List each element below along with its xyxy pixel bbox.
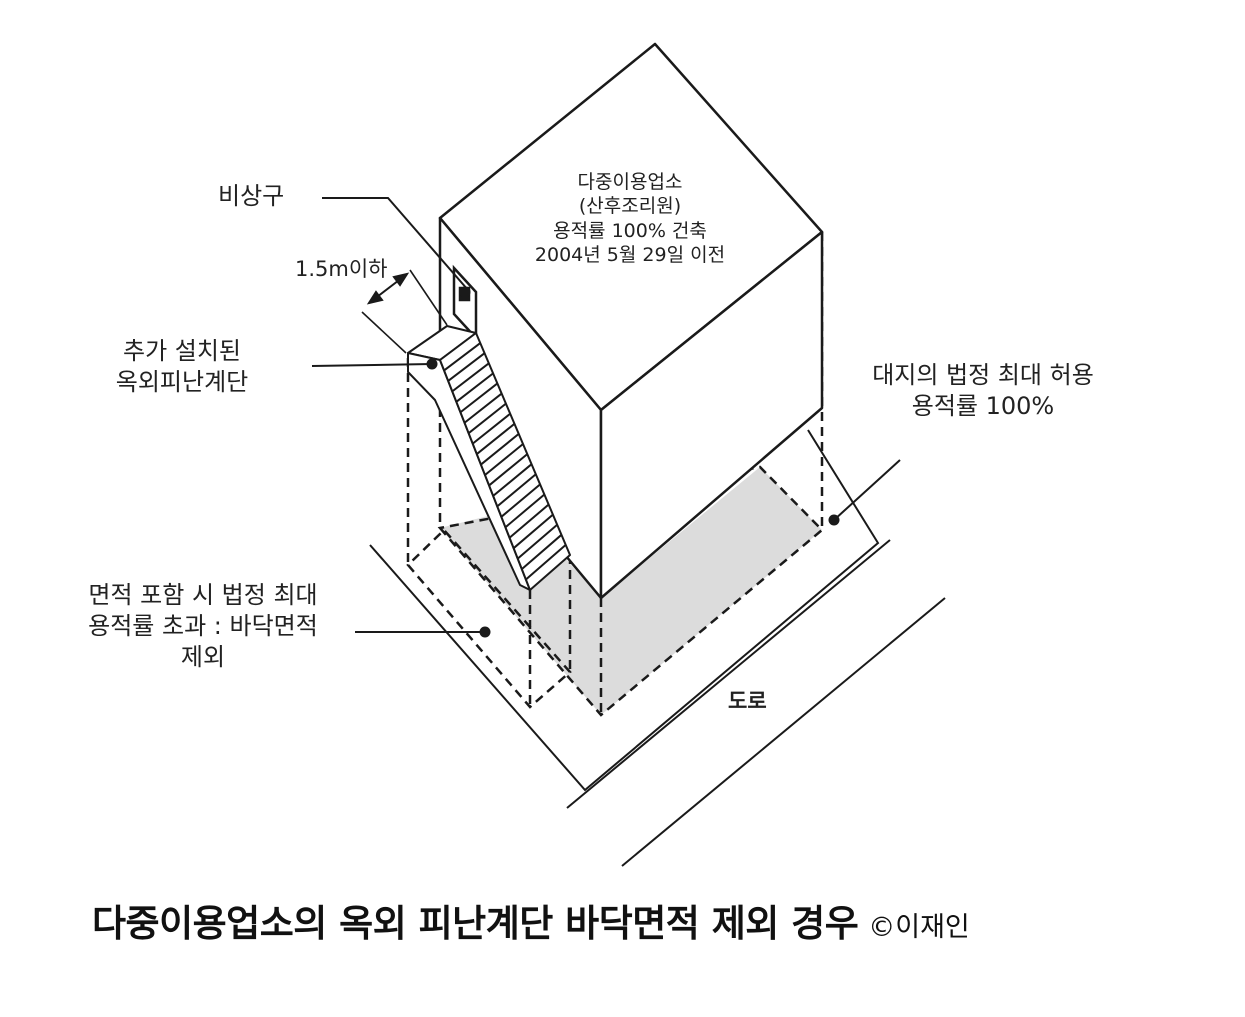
stair-tread — [525, 544, 567, 581]
stair-tread — [508, 503, 550, 539]
stair-tread — [447, 352, 486, 382]
excluded-label-line-3: 제외 — [180, 643, 226, 672]
building-label-line-3: 용적률 100% 건축 — [553, 219, 707, 242]
building-right-face — [599, 230, 824, 600]
leader-lines — [311, 197, 901, 633]
caption-title: 다중이용업소의 옥외 피난계단 바닥면적 제외 경우 — [92, 902, 859, 945]
building-label-line-4: 2004년 5월 29일 이전 — [534, 243, 726, 266]
stair-footprint-outline — [406, 528, 572, 709]
outdoor-staircase — [407, 325, 571, 591]
road-edge-far — [621, 597, 946, 867]
stair-treads — [443, 342, 567, 581]
dot-excluded — [479, 626, 491, 638]
building-label-line-2: (산후조리원) — [578, 195, 682, 218]
stair-tread — [480, 433, 520, 466]
stair-tread — [512, 513, 554, 549]
excluded-label: 면적 포함 시 법정 최대 용적률 초과 : 바닥면적 제외 — [48, 580, 358, 674]
stair-tread — [517, 523, 558, 560]
stair-tread — [472, 412, 511, 445]
building-label: 다중이용업소 (산후조리원) 용적률 100% 건축 2004년 5월 29일 … — [500, 170, 760, 267]
site-boundary — [369, 429, 880, 792]
width-dimension — [361, 269, 448, 354]
stair-tread — [504, 493, 546, 529]
stair-tread — [459, 382, 498, 414]
building-label-line-1: 다중이용업소 — [577, 171, 683, 193]
max-far-label-line-2: 용적률 100% — [911, 391, 1055, 420]
stair-tread — [492, 463, 533, 497]
max-far-label-line-1: 대지의 법정 최대 허용 — [872, 361, 1094, 389]
dot-emergency-exit — [459, 286, 471, 298]
dot-max-far — [828, 514, 840, 526]
stair-tread — [463, 392, 503, 424]
leader-emergency-exit — [322, 197, 469, 291]
road-label: 도로 — [728, 689, 767, 713]
excluded-label-line-2: 용적률 초과 : 바닥면적 — [88, 612, 318, 641]
added-stair-label-line-2: 옥외피난계단 — [115, 367, 249, 396]
stair-tread — [496, 473, 537, 508]
stair-flight — [439, 332, 571, 591]
leader-dots — [426, 286, 840, 638]
stair-tread — [455, 372, 494, 403]
emergency-exit-label: 비상구 — [218, 182, 285, 210]
stair-tread — [521, 534, 563, 570]
added-stair-label: 추가 설치된 옥외피난계단 — [92, 336, 272, 397]
width-limit-label: 1.5m이하 — [295, 257, 388, 281]
stair-tread — [443, 342, 481, 372]
leader-added-stair — [311, 363, 433, 367]
stair-tread — [500, 483, 541, 518]
leader-max-far — [833, 459, 901, 521]
excluded-label-line-1: 면적 포함 시 법정 최대 — [88, 581, 318, 609]
added-stair-label-line-1: 추가 설치된 — [122, 337, 242, 365]
stair-tread — [468, 402, 507, 434]
road-edge-near — [566, 539, 891, 809]
caption-credit: ©이재인 — [868, 912, 970, 943]
dot-added-stair — [426, 358, 438, 370]
stair-tread — [451, 362, 490, 393]
stair-tread — [488, 453, 528, 487]
figure-caption: 다중이용업소의 옥외 피난계단 바닥면적 제외 경우 ©이재인 — [92, 893, 970, 947]
stair-tread — [476, 423, 516, 455]
stair-tread — [484, 443, 524, 476]
max-far-label: 대지의 법정 최대 허용 용적률 100% — [838, 360, 1128, 421]
